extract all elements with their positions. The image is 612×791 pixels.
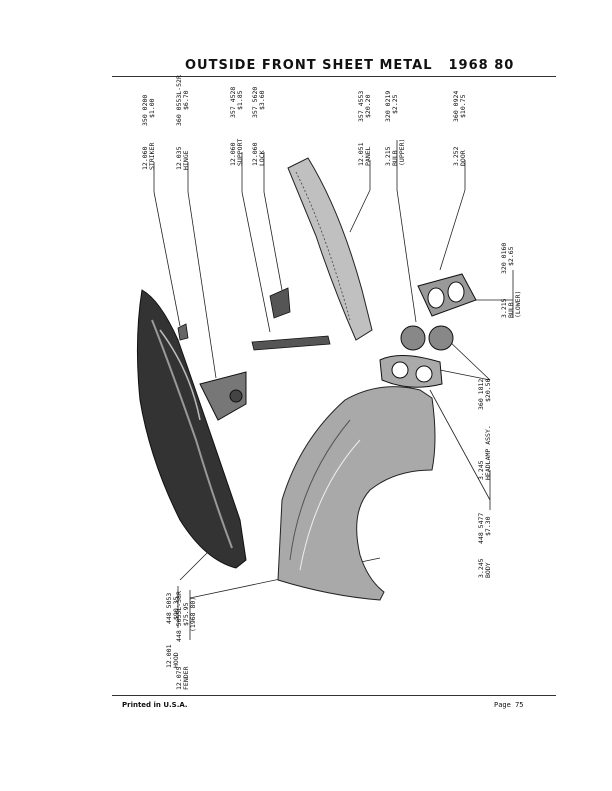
bulb-upper-price: $2.25 (391, 94, 399, 114)
part-labels: 12.060 STRIKER 350 0200 $1.00 12.035 HIN… (141, 75, 522, 690)
headlamp-ref: 3.245 (477, 460, 485, 480)
headlamp-door-shape (417, 273, 477, 317)
headlamp-name: HEADLAMP ASSY. (484, 425, 492, 480)
lock-ref: 12.060 (251, 142, 259, 166)
label-fender: 12.075 FENDER 448 5055L-58R $75.95 (1968… (175, 591, 197, 690)
door-name: DOOR (459, 150, 467, 166)
support-shape (251, 335, 331, 351)
bulb-lower-qualifier: (LOWER) (514, 291, 522, 318)
label-support: 12.060 SUPPORT 357 4528 $1.85 (229, 87, 244, 166)
page-number: Page 75 (494, 701, 524, 709)
hinge-price: $6.70 (182, 90, 190, 110)
body-name: BODY (484, 562, 492, 578)
label-bulb-lower: 3.215 BULB (LOWER) 320 0160 $2.65 (500, 243, 522, 318)
header-rule (112, 76, 556, 77)
support-ref: 12.060 (229, 142, 237, 166)
label-hood: 12.001 HOOD 448 5053 $90.35 (165, 593, 180, 668)
label-headlamp: 3.245 HEADLAMP ASSY. 360 1812 $20.50 (477, 378, 492, 480)
fender-part-no: 448 5055L-58R (175, 591, 183, 642)
callout-brackets (153, 140, 514, 640)
panel-price: $20.20 (364, 94, 372, 118)
support-price: $1.85 (236, 90, 244, 110)
bulb-upper-ref: 3.215 (384, 146, 392, 166)
striker-price: $1.00 (148, 98, 156, 118)
hood-ref: 12.001 (165, 644, 173, 668)
support-name: SUPPORT (236, 139, 244, 166)
bulb-upper-name: BULB (391, 150, 399, 166)
fender-price: $75.95 (182, 602, 190, 626)
support-part-no: 357 4528 (229, 87, 237, 118)
bulb-lower-price: $2.65 (507, 246, 515, 266)
model-years: 1968 80 (448, 58, 515, 73)
fender-note: (1968 80) (189, 597, 197, 632)
lock-price: $3.60 (258, 90, 266, 110)
headlamp-part-no: 360 1812 (477, 379, 485, 410)
bulb-lower-part-no: 320 0160 (500, 243, 508, 274)
fender-ref: 12.075 (175, 666, 183, 690)
bulb-upper-part-no: 320 0219 (384, 91, 392, 122)
fender-shape (277, 386, 436, 601)
bulb-lower-name: BULB (507, 302, 515, 318)
body-part-no: 448 5477 (477, 513, 485, 544)
door-price: $10.75 (459, 94, 467, 118)
hood-name: HOOD (172, 652, 180, 668)
page-title: OUTSIDE FRONT SHEET METAL 1968 80 (185, 58, 513, 73)
hood-shape (136, 289, 247, 569)
label-panel: 12.051 PANEL 357 4553 $20.20 (357, 91, 372, 166)
headlamp-price: $20.50 (484, 378, 492, 402)
label-striker: 12.060 STRIKER 350 0200 $1.00 (141, 95, 156, 170)
label-door: 3.252 DOOR 360 0924 $10.75 (452, 91, 467, 166)
panel-shape (287, 157, 373, 341)
bulb-upper-qualifier: (UPPER) (398, 139, 406, 166)
fender-name: FENDER (182, 666, 190, 690)
label-body: 3.245 BODY 448 5477 $7.30 (477, 513, 492, 578)
hinge-name: HINGE (182, 150, 190, 170)
body-price: $7.30 (484, 516, 492, 536)
panel-name: PANEL (364, 146, 372, 166)
lock-name: LOCK (258, 150, 266, 166)
striker-name: STRIKER (148, 143, 156, 170)
section-title: OUTSIDE FRONT SHEET METAL (185, 58, 433, 73)
footer-rule (112, 695, 556, 696)
striker-part-no: 350 0200 (141, 95, 149, 126)
door-part-no: 360 0924 (452, 91, 460, 122)
hood-part-no: 448 5053 (165, 593, 173, 624)
panel-part-no: 357 4553 (357, 91, 365, 122)
hinge-part-no: 360 0553L-52R (175, 75, 183, 126)
hood-price: $90.35 (172, 596, 180, 620)
striker-ref: 12.060 (141, 146, 149, 170)
striker-shape (177, 323, 189, 341)
hinge-ref: 12.035 (175, 146, 183, 170)
label-bulb-upper: 3.215 BULB (UPPER) 320 0219 $2.25 (384, 91, 406, 166)
lock-part-no: 357 5620 (251, 87, 259, 118)
lock-shape (269, 287, 291, 319)
body-ref: 3.245 (477, 558, 485, 578)
label-hinge: 12.035 HINGE 360 0553L-52R $6.70 (175, 75, 190, 170)
headlamp-body-shape (379, 355, 443, 388)
headlamp-bulbs-shape (400, 325, 454, 351)
bulb-lower-ref: 3.215 (500, 298, 508, 318)
door-ref: 3.252 (452, 146, 460, 166)
label-lock: 12.060 LOCK 357 5620 $3.60 (251, 87, 266, 166)
panel-ref: 12.051 (357, 142, 365, 166)
hinge-shape (199, 371, 247, 421)
printed-note: Printed in U.S.A. (122, 701, 188, 709)
